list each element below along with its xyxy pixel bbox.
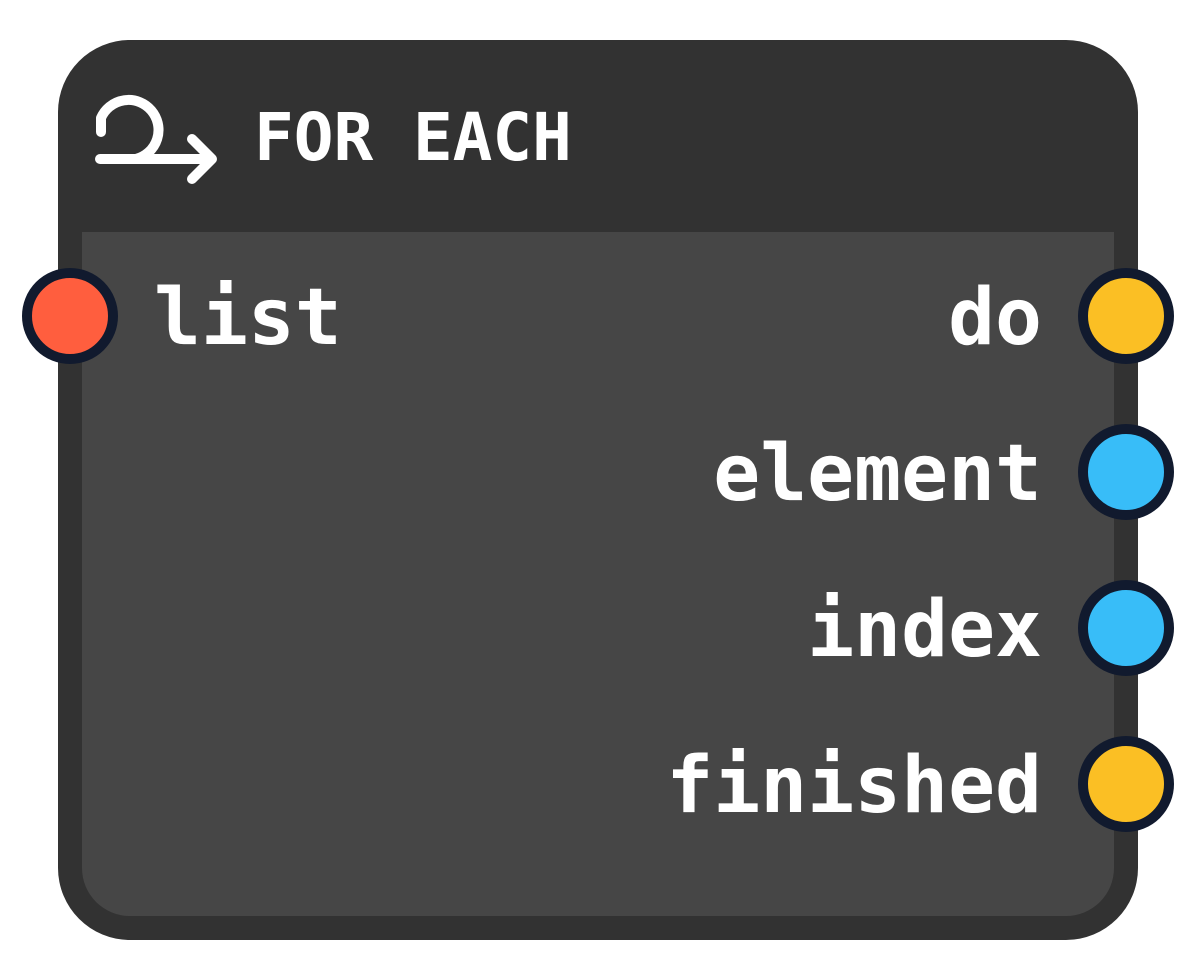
loop-arrow-icon	[94, 88, 218, 188]
output-port-element[interactable]	[1078, 424, 1174, 520]
node-header[interactable]: FOR EACH	[58, 40, 1138, 232]
node-body	[82, 232, 1114, 916]
output-label-index: index	[807, 585, 1042, 675]
input-label-list: list	[154, 273, 342, 363]
node-title: FOR EACH	[254, 99, 572, 176]
for-each-node[interactable]: FOR EACH	[58, 40, 1138, 940]
output-port-index[interactable]	[1078, 580, 1174, 676]
input-port-list[interactable]	[22, 268, 118, 364]
output-port-finished[interactable]	[1078, 736, 1174, 832]
output-label-element: element	[713, 429, 1042, 519]
output-port-do[interactable]	[1078, 268, 1174, 364]
output-label-do: do	[948, 273, 1042, 363]
output-label-finished: finished	[666, 741, 1042, 831]
